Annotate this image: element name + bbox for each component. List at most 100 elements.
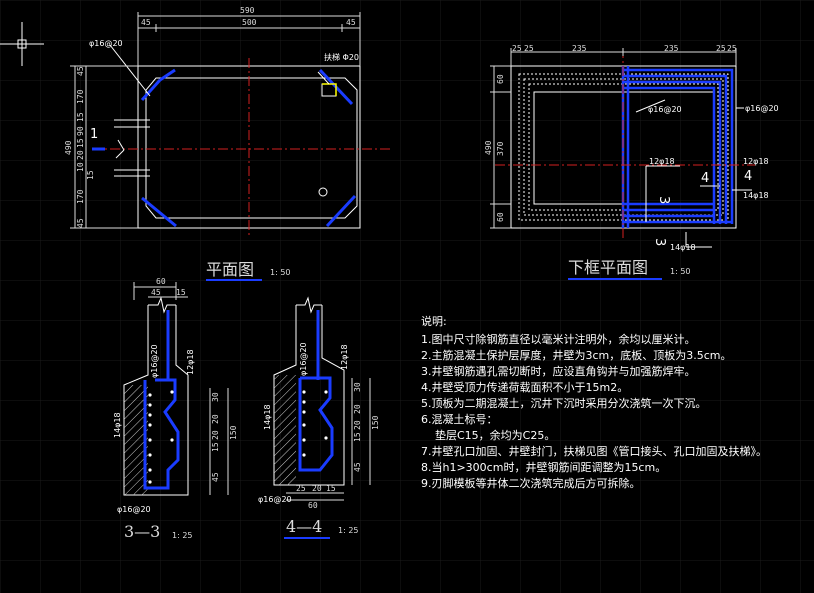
plan-pipe-opening (114, 119, 150, 177)
note-line-4: 4.井壁受顶力传递荷载面积不小于15m2。 (421, 380, 628, 394)
plan-dim-left-0: 45 (76, 66, 85, 76)
s44-dim-bottom-1: 20 (312, 484, 322, 493)
frame-section-4a: 4 (701, 171, 709, 186)
note-line-2: 2.主筋混凝土保护层厚度，井壁为3cm，底板、顶板为3.5cm。 (421, 348, 732, 362)
plan-dim-total: 590 (240, 6, 255, 15)
plan-manhole (318, 187, 328, 197)
section33-hatch (124, 385, 148, 495)
frame-scale: 1: 50 (670, 267, 691, 276)
frame-label-2: 12φ18 (649, 157, 675, 166)
notes-heading: 说明: (421, 314, 447, 328)
frame-dim-top-3: 235 (664, 44, 679, 53)
s33-dim-right-4: 150 (229, 425, 238, 440)
plan-ladder-highlight (322, 83, 337, 96)
frame-label-3: 12φ18 (743, 157, 769, 166)
s33-scale: 1: 25 (172, 531, 193, 540)
plan-dim-left-6: 10 (76, 162, 85, 172)
s33-dim-top-1: 45 (151, 288, 161, 297)
plan-title: 平面图 (206, 260, 254, 279)
section33-rebars (143, 310, 180, 490)
s33-label-vertical-b: 12φ18 (186, 349, 195, 375)
note-line-3: 3.井壁钢筋遇孔需切断时，应设直角钩并与加强筋焊牢。 (421, 364, 696, 378)
plan-dim-left-3: 90 (76, 126, 85, 136)
s33-dim-right-0: 30 (211, 392, 220, 402)
plan-ladder-label: 扶梯 Φ20 (324, 52, 359, 62)
section-3-3[interactable]: 60 45 15 φ16@20 12φ18 14φ18 30 20 20 15 … (113, 277, 238, 541)
frame-dim-left-0: 60 (496, 74, 505, 84)
s44-scale: 1: 25 (338, 526, 359, 535)
note-line-1: 1.图中尺寸除钢筋直径以毫米计注明外，余均以厘米计。 (421, 332, 696, 346)
s44-title: 4—4 (286, 517, 322, 536)
plan-dim-left-9: 45 (76, 218, 85, 228)
note-line-6: 6.混凝土标号： (421, 412, 498, 426)
crosshair-cursor-icon (0, 22, 44, 66)
plan-dim-left-2: 15 (76, 112, 85, 122)
plan-dim-left-8: 170 (76, 189, 85, 204)
s33-label-left: 14φ18 (113, 412, 122, 438)
plan-scale: 1: 50 (270, 268, 291, 277)
frame-section-4b: 4 (744, 169, 752, 184)
s44-dim-bottom-3: 60 (308, 501, 318, 510)
s44-dim-right-3: 15 (353, 432, 362, 442)
plan-dim-left-4: 15 (76, 138, 85, 148)
note-line-7: 垫层C15，余均为C25。 (421, 428, 555, 442)
plan-dim-left-1: 170 (76, 89, 85, 104)
s44-dim-right-2: 20 (353, 420, 362, 430)
s33-title: 3—3 (124, 522, 160, 541)
s33-dim-right-5: 45 (211, 472, 220, 482)
note-line-10: 9.刃脚模板等井体二次浇筑完成后方可拆除。 (421, 476, 641, 490)
plan-dim-mid: 500 (242, 18, 257, 27)
s44-label-vertical-b: 12φ18 (340, 344, 349, 370)
s33-dim-right-2: 20 (211, 430, 220, 440)
section-4-4[interactable]: φ16@20 12φ18 14φ18 30 20 20 15 150 45 25… (258, 296, 380, 539)
plan-dim-right: 45 (346, 18, 356, 27)
frame-label-4: 14φ18 (743, 191, 769, 200)
plan-dim-left-5: 20 (76, 150, 85, 160)
frame-section-3b: 3 (652, 238, 667, 246)
frame-label-0: φ16@20 (648, 105, 682, 114)
plan-rebar-label: φ16@20 (89, 39, 123, 48)
plan-dim-left: 45 (141, 18, 151, 27)
plan-dim-lines (70, 12, 361, 229)
frame-dim-top-1: 25 (524, 44, 534, 53)
frame-section-3a: 3 (656, 196, 671, 204)
frame-label-1: φ16@20 (745, 104, 779, 113)
frame-dim-top-2: 235 (572, 44, 587, 53)
s44-dim-right-0: 30 (353, 382, 362, 392)
plan-dim-height: 490 (64, 140, 73, 155)
s33-label-vertical-a: φ16@20 (150, 344, 159, 378)
note-line-5: 5.顶板为二期混凝土，沉井下沉时采用分次浇筑一次下沉。 (421, 396, 707, 410)
s33-dim-top-2: 15 (176, 288, 186, 297)
section44-hatch (274, 375, 296, 485)
plan-view[interactable]: 1 扶梯 Φ20 φ16@20 590 45 500 45 490 45 1 (64, 6, 390, 281)
s44-dim-right-1: 20 (353, 404, 362, 414)
section-1-label: 1 (90, 127, 98, 142)
s33-dim-top-0: 60 (156, 277, 166, 286)
plan-dim-left-7: 15 (86, 170, 95, 180)
section44-rebars (298, 310, 334, 472)
frame-dim-height: 490 (484, 140, 493, 155)
frame-title: 下框平面图 (568, 258, 648, 277)
plan-inner-wall (145, 77, 358, 219)
s44-label-left: 14φ18 (263, 404, 272, 430)
frame-dim-left-2: 60 (496, 212, 505, 222)
note-line-8: 7.井壁孔口加固、井壁封门，扶梯见图《管口接头、孔口加固及扶梯》。 (421, 444, 767, 458)
frame-label-6: 14φ18 (670, 243, 696, 252)
bottom-frame-plan[interactable]: 25 25 235 235 25 25 490 60 370 60 φ16@20… (484, 44, 779, 280)
note-line-9: 8.当h1>300cm时，井壁钢筋间距调整为15cm。 (421, 460, 666, 474)
frame-dim-top-5: 25 (727, 44, 737, 53)
s44-dim-bottom-2: 15 (326, 484, 336, 493)
s44-label-bottom: φ16@20 (258, 495, 292, 504)
s33-dim-right-3: 15 (211, 442, 220, 452)
s33-label-bottom: φ16@20 (117, 505, 151, 514)
s44-dim-bottom-0: 25 (296, 484, 306, 493)
s44-dim-right-5: 45 (353, 462, 362, 472)
frame-dim-top-0: 25 (512, 44, 522, 53)
frame-dim-left-1: 370 (496, 141, 505, 156)
notes-block: 说明: 1.图中尺寸除钢筋直径以毫米计注明外，余均以厘米计。 2.主筋混凝土保护… (421, 314, 767, 490)
s44-label-vertical-a: φ16@20 (299, 342, 308, 376)
s33-dim-right-1: 20 (211, 414, 220, 424)
frame-dim-top-4: 25 (716, 44, 726, 53)
s44-dim-right-4: 150 (371, 415, 380, 430)
